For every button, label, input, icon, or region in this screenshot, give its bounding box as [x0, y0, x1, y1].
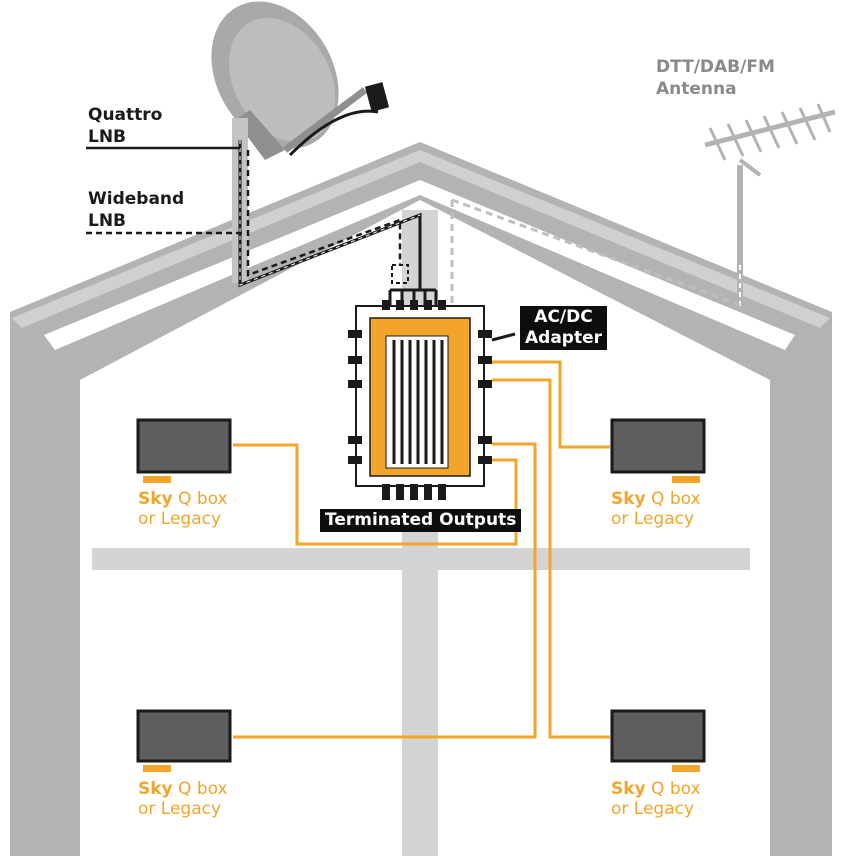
quattro-label: Quattro LNB [88, 104, 162, 148]
output-cables [233, 360, 610, 739]
terrestrial-antenna [704, 103, 836, 310]
quattro-label-line2: LNB [88, 127, 127, 147]
room-product: Q box [172, 489, 228, 509]
antenna-label-line2: Antenna [656, 79, 737, 99]
wideband-label-line2: LNB [88, 211, 127, 231]
roof-trim-left [12, 150, 420, 328]
room-product: Q box [645, 489, 701, 509]
room-alt: or Legacy [611, 799, 695, 819]
adapter-label-line1: AC/DC [534, 307, 593, 327]
room-product: Q box [645, 779, 701, 799]
tv-bottom-left [136, 709, 232, 772]
wideband-label: Wideband LNB [88, 188, 184, 232]
room-product: Q box [172, 779, 228, 799]
antenna-label: DTT/DAB/FM Antenna [656, 56, 775, 100]
room-brand: Sky [611, 489, 646, 509]
roof-trim-right [420, 150, 830, 328]
room-label-top-left: Sky Q box or Legacy [138, 489, 228, 529]
antenna-cable-roof [451, 198, 741, 307]
room-alt: or Legacy [138, 799, 222, 819]
room-label-top-right: Sky Q box or Legacy [611, 489, 701, 529]
room-alt: or Legacy [138, 509, 222, 529]
room-label-bottom-right: Sky Q box or Legacy [611, 779, 701, 819]
multiswitch [348, 300, 492, 500]
wideband-cable [246, 150, 402, 277]
quattro-cable-inner [239, 140, 421, 286]
central-post [402, 520, 438, 856]
room-label-bottom-left: Sky Q box or Legacy [138, 779, 228, 819]
wideband-dash-box [391, 264, 409, 284]
adapter-leader [491, 332, 516, 342]
quattro-label-line1: Quattro [88, 105, 163, 125]
room-brand: Sky [138, 779, 173, 799]
tv-top-right [610, 418, 706, 483]
outputs-label: Terminated Outputs [320, 509, 522, 532]
tv-top-left [136, 418, 232, 483]
wideband-label-line1: Wideband [88, 189, 185, 209]
room-brand: Sky [138, 489, 173, 509]
satellite-dish [211, 1, 390, 283]
room-alt: or Legacy [611, 509, 695, 529]
tv-bottom-right [610, 709, 706, 772]
antenna-label-line1: DTT/DAB/FM [656, 57, 775, 77]
adapter-label: AC/DC Adapter [520, 306, 608, 350]
adapter-label-line2: Adapter [525, 328, 603, 348]
room-brand: Sky [611, 779, 646, 799]
